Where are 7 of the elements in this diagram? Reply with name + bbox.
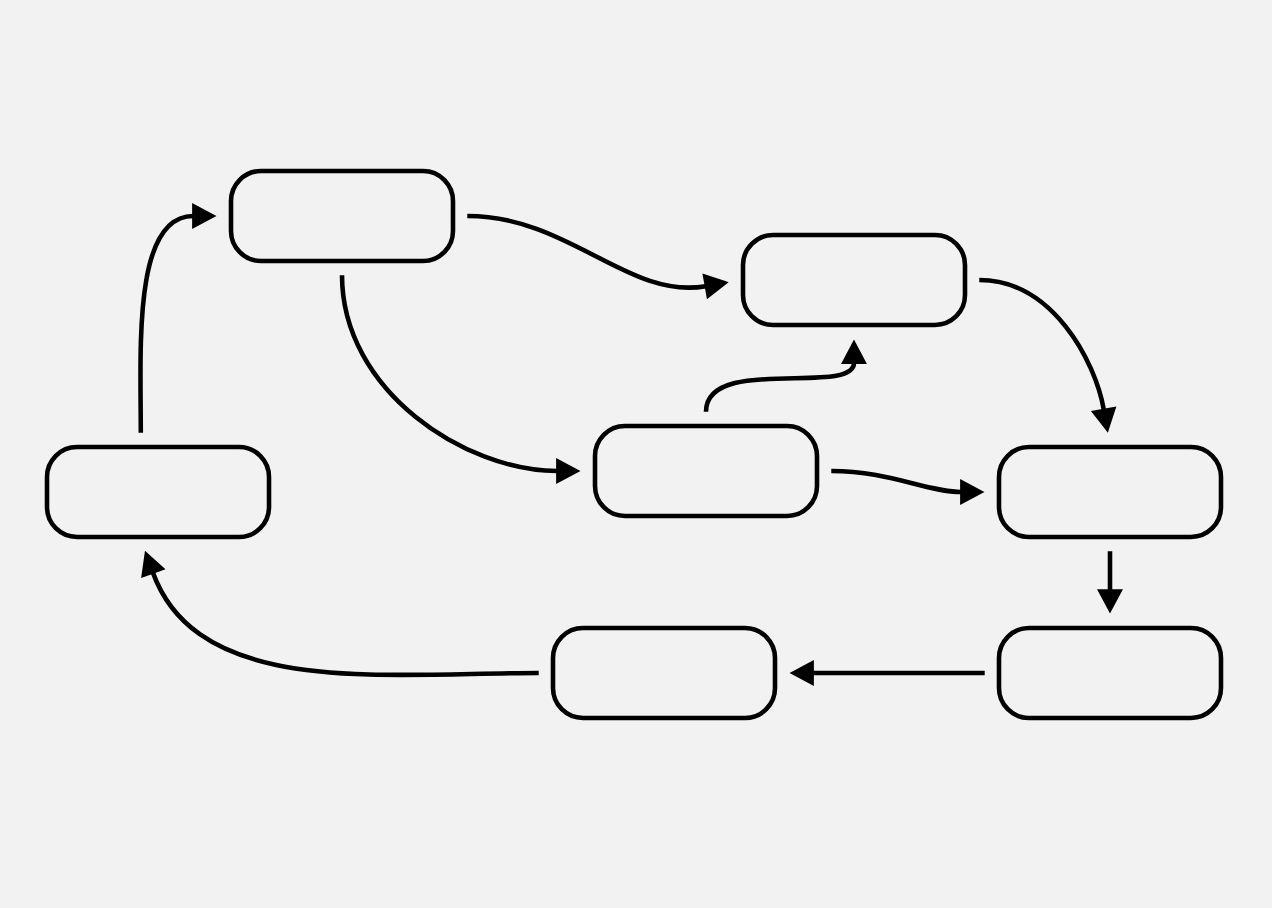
rounded-box	[44, 444, 272, 540]
rounded-box	[996, 625, 1224, 721]
rounded-box	[996, 444, 1224, 540]
rounded-box	[592, 423, 820, 519]
rounded-box	[550, 625, 778, 721]
rounded-box	[740, 232, 968, 328]
rounded-box	[228, 168, 456, 264]
